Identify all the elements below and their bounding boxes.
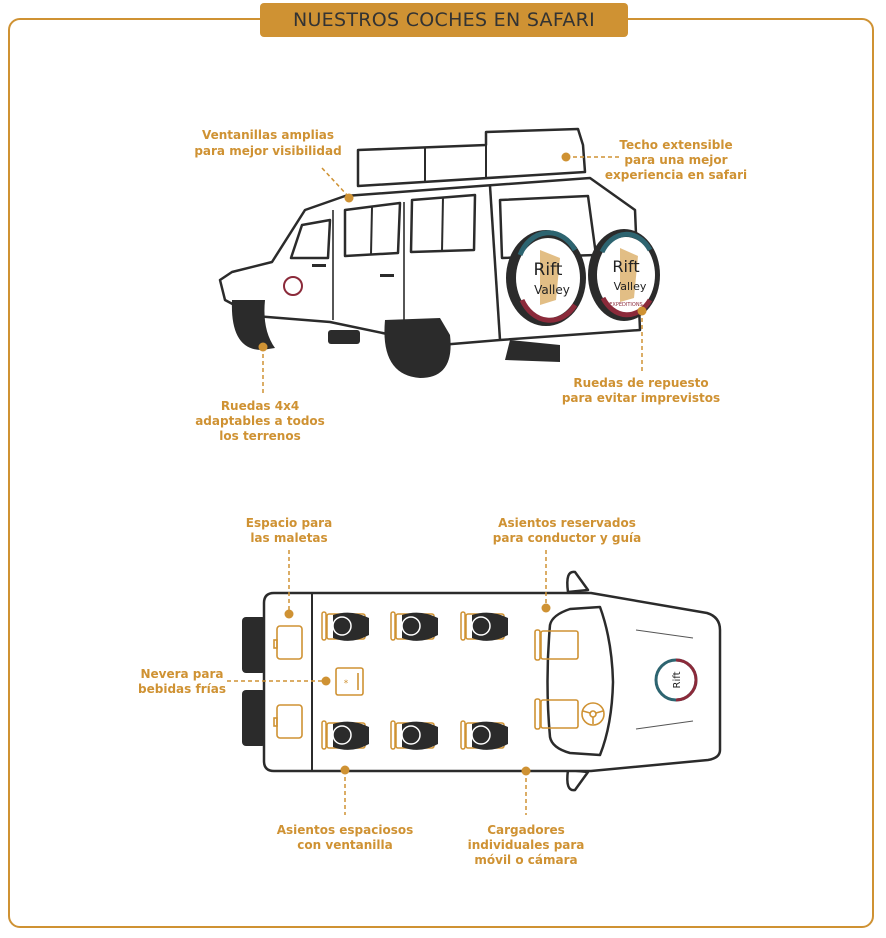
- passenger-seat: [390, 720, 438, 750]
- callout-windows: Ventanillas amplias para mejor visibilid…: [194, 128, 354, 203]
- luggage-icon: [273, 704, 303, 739]
- spare-tire-2: Rift Valley EXPEDITIONS: [588, 229, 660, 321]
- callout-chargers: Cargadores individuales para móvil o cám…: [468, 766, 585, 867]
- callout-wheels: Ruedas 4x4 adaptables a todos los terren…: [195, 342, 325, 443]
- logo-text: EXPEDITIONS: [609, 302, 642, 308]
- svg-text:para mejor visibilidad: para mejor visibilidad: [194, 144, 341, 158]
- luggage-icon: [273, 625, 303, 660]
- svg-text:adaptables a todos: adaptables a todos: [195, 414, 325, 428]
- svg-text:Ruedas de repuesto: Ruedas de repuesto: [573, 376, 708, 390]
- svg-text:Asientos espaciosos: Asientos espaciosos: [277, 823, 414, 837]
- svg-text:Cargadores: Cargadores: [487, 823, 565, 837]
- logo-text: Rift: [612, 257, 639, 276]
- logo-text: Valley: [614, 280, 647, 293]
- passenger-seats: [321, 611, 508, 750]
- page-title: NUESTROS COCHES EN SAFARI: [260, 3, 628, 37]
- svg-text:con ventanilla: con ventanilla: [297, 838, 392, 852]
- svg-text:para una mejor: para una mejor: [624, 153, 727, 167]
- guide-seat: [534, 629, 579, 661]
- logo-text: Valley: [534, 283, 570, 297]
- logo-top: Rift: [654, 658, 698, 702]
- safari-jeep-side-view: Rift Valley Rift Valley EXPEDITIONS: [218, 127, 660, 378]
- svg-text:los terrenos: los terrenos: [219, 429, 300, 443]
- passenger-seat: [460, 611, 508, 641]
- svg-text:Techo extensible: Techo extensible: [619, 138, 732, 152]
- svg-text:Espacio para: Espacio para: [246, 516, 332, 530]
- svg-text:experiencia en safari: experiencia en safari: [605, 168, 747, 182]
- svg-text:Ventanillas amplias: Ventanillas amplias: [202, 128, 334, 142]
- svg-text:para evitar imprevistos: para evitar imprevistos: [562, 391, 720, 405]
- svg-text:bebidas frías: bebidas frías: [138, 682, 226, 696]
- passenger-seat: [321, 720, 369, 750]
- safari-jeep-top-view: Rift *: [242, 570, 722, 792]
- svg-text:*: *: [344, 679, 349, 689]
- spare-tire-1: Rift Valley: [506, 230, 586, 326]
- driver-seat: [534, 698, 579, 730]
- passenger-seat: [321, 611, 369, 641]
- svg-text:las maletas: las maletas: [250, 531, 327, 545]
- svg-text:móvil o cámara: móvil o cámara: [474, 853, 577, 867]
- callout-front-seats: Asientos reservados para conductor y guí…: [493, 516, 641, 613]
- svg-text:Asientos reservados: Asientos reservados: [498, 516, 636, 530]
- callout-roof: Techo extensible para una mejor experien…: [561, 138, 747, 182]
- callout-luggage: Espacio para las maletas: [246, 516, 332, 619]
- callout-seats: Asientos espaciosos con ventanilla: [277, 765, 414, 852]
- fridge-icon: *: [335, 667, 364, 696]
- logo-text: Rift: [672, 671, 683, 688]
- callout-spare: Ruedas de repuesto para evitar imprevist…: [562, 306, 720, 405]
- svg-text:Ruedas 4x4: Ruedas 4x4: [221, 399, 299, 413]
- passenger-seat: [460, 720, 508, 750]
- logo-text: Rift: [534, 260, 563, 280]
- svg-text:individuales para: individuales para: [468, 838, 585, 852]
- passenger-seat: [390, 611, 438, 641]
- svg-text:para conductor y guía: para conductor y guía: [493, 531, 641, 545]
- callout-fridge: Nevera para bebidas frías: [138, 667, 331, 696]
- svg-text:Nevera para: Nevera para: [140, 667, 223, 681]
- steering-wheel-icon: [581, 702, 605, 726]
